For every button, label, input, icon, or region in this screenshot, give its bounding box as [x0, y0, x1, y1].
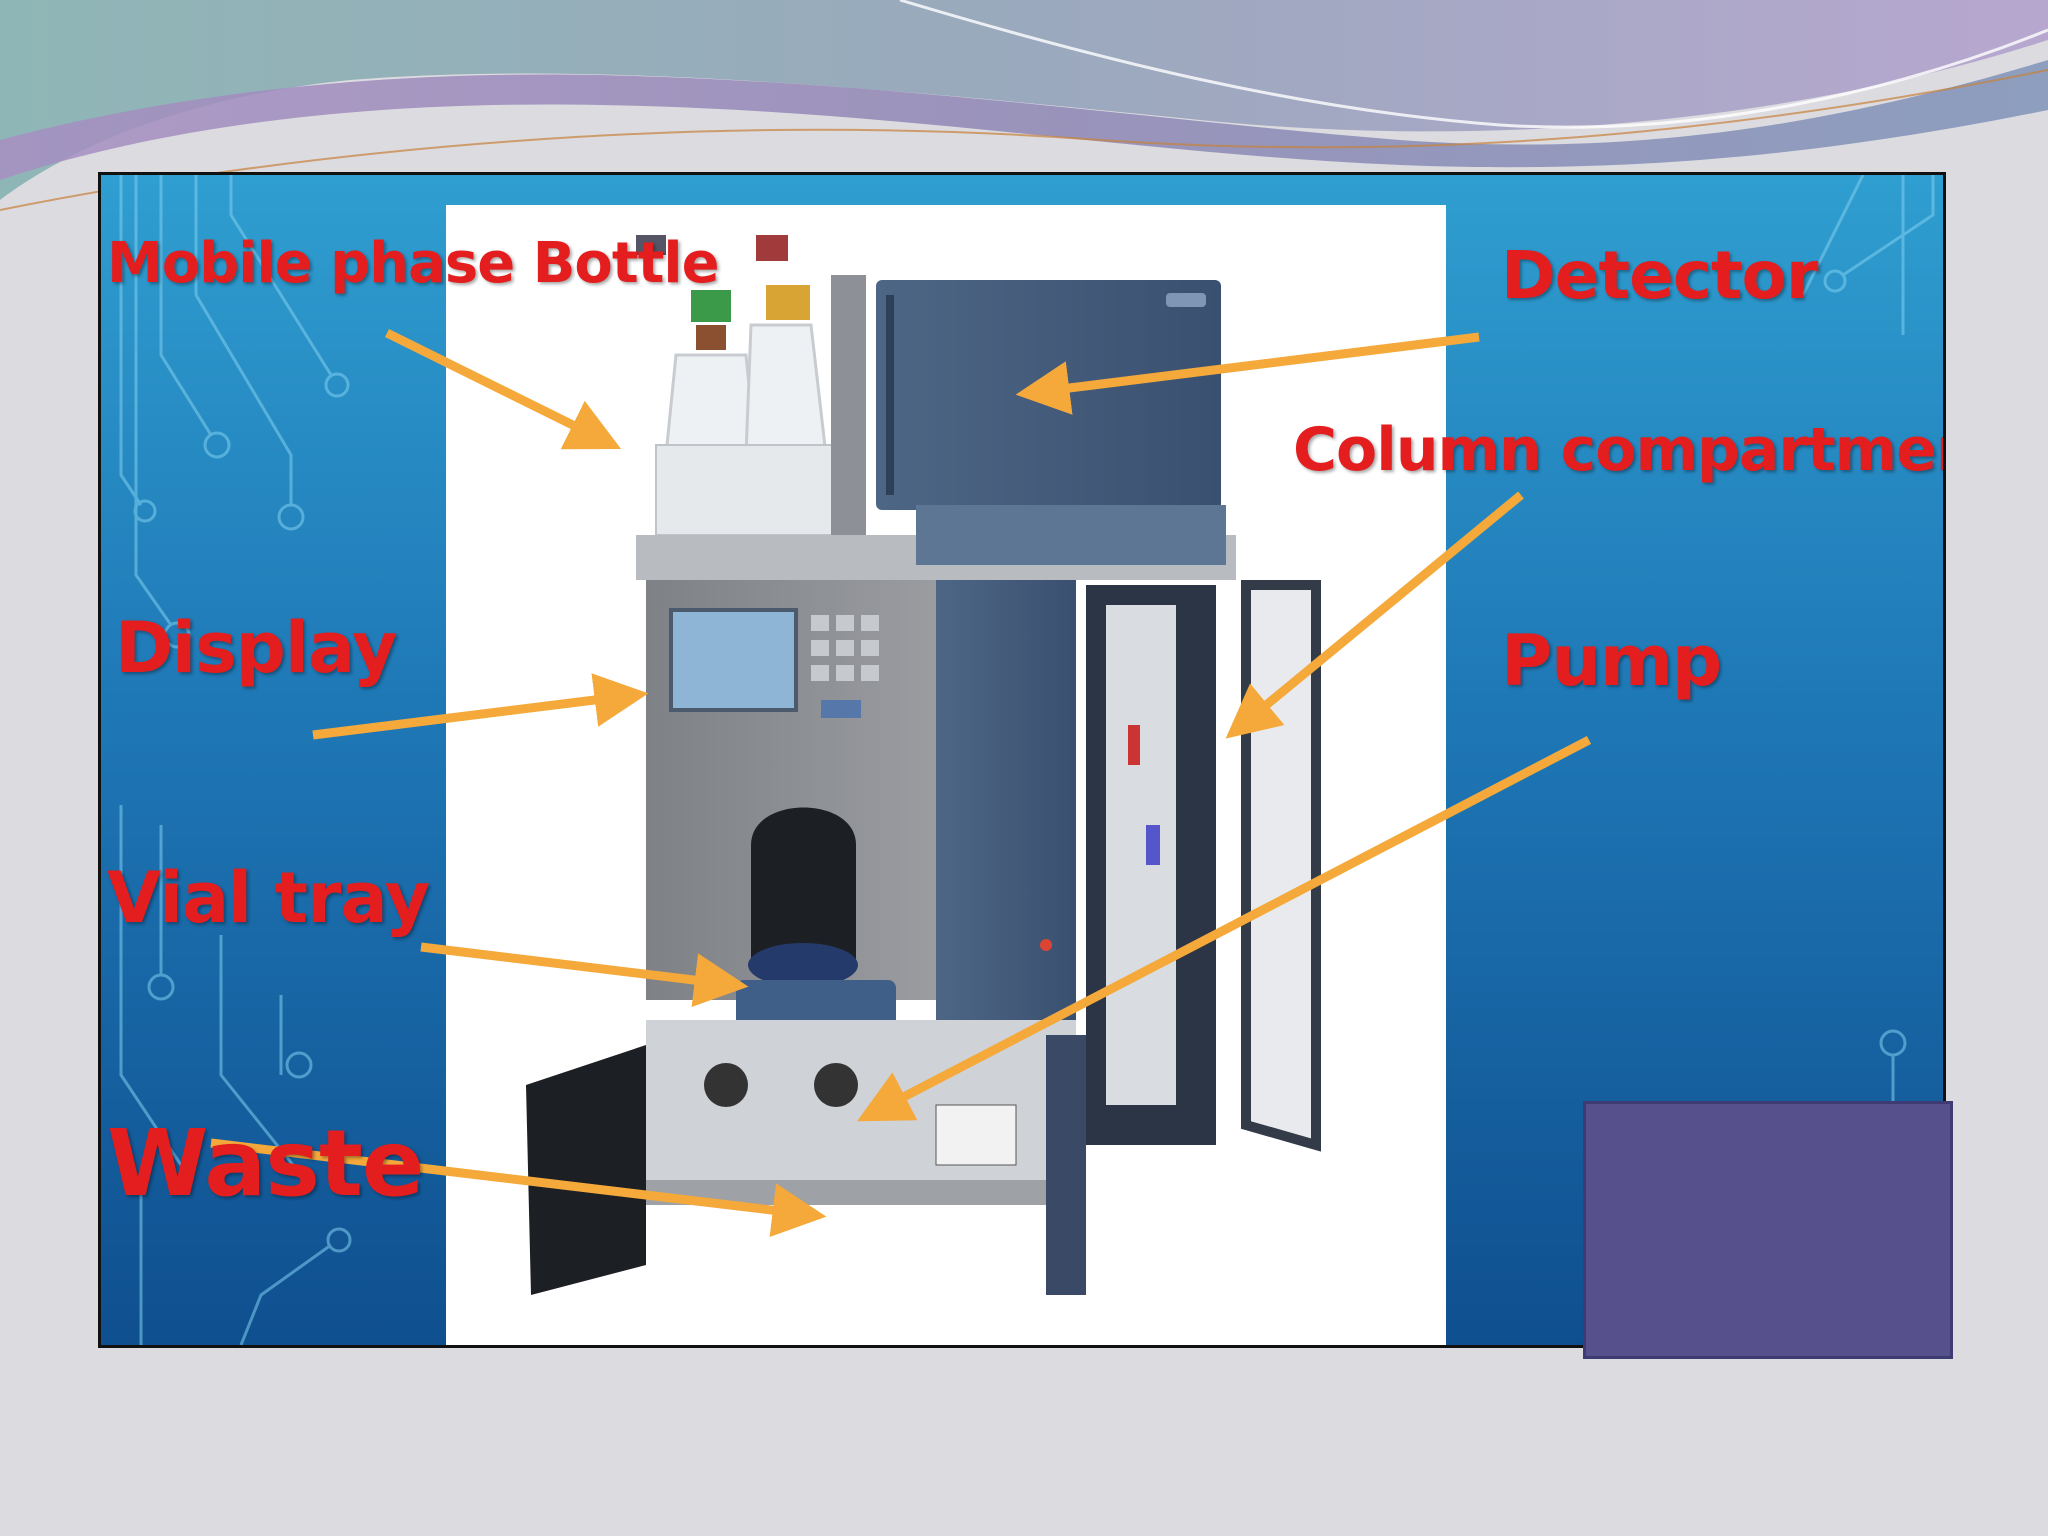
- arrow-display: [312, 673, 649, 740]
- hplc-figure: Mobile phase Bottle Detector Column comp…: [98, 172, 1946, 1348]
- label-vial-tray: Vial tray: [107, 857, 430, 939]
- label-column-compartment: Column compartment: [1293, 415, 1946, 485]
- decorative-swoosh: [0, 0, 2048, 211]
- arrow-vial-tray: [420, 942, 749, 1007]
- circuit-decoration-left: [119, 175, 352, 1345]
- label-mobile-phase-bottle: Mobile phase Bottle: [107, 231, 720, 296]
- arrow-column-compartment: [1225, 491, 1524, 739]
- arrow-waste: [210, 1138, 827, 1237]
- callout-arrows: [210, 328, 1592, 1237]
- purple-rectangle: [1583, 1101, 1953, 1359]
- label-waste: Waste: [107, 1110, 424, 1217]
- label-pump: Pump: [1501, 620, 1722, 702]
- label-display: Display: [115, 607, 398, 689]
- arrow-mobile-phase-bottle: [385, 328, 622, 450]
- arrow-detector: [1015, 332, 1480, 415]
- label-detector: Detector: [1501, 237, 1818, 314]
- arrow-pump: [857, 736, 1592, 1122]
